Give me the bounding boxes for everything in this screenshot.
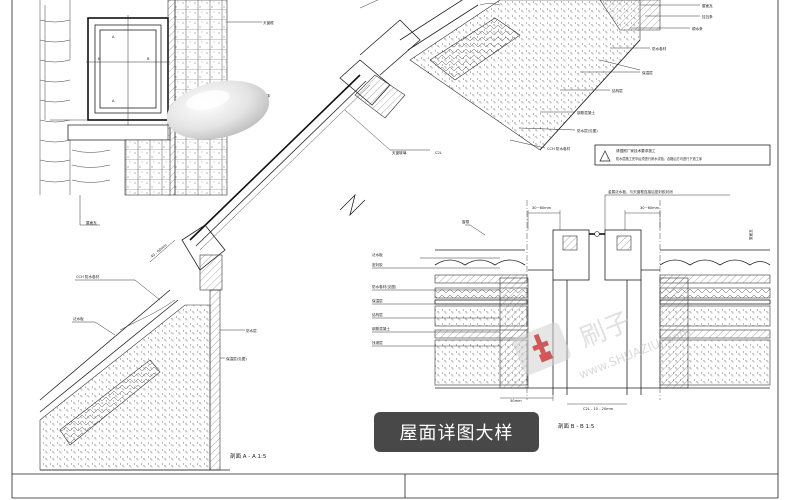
curb-left (499, 277, 529, 389)
label-tr-5: 结构层 (612, 88, 623, 93)
section-right-title: 剖面 B - B 1:5 (558, 422, 595, 430)
label-rl-3: 保温层 (372, 298, 383, 303)
frame-right (604, 229, 642, 281)
label-slope-side: 40 - 60mm (150, 243, 168, 259)
label-tr-3: 防水卷材 (652, 46, 667, 51)
label-tr-4: 保温层 (642, 70, 653, 75)
label-tr-1: 挂瓦条 (702, 14, 713, 19)
label-eave-code: CCH 防水卷材 (76, 274, 100, 279)
warning-icon (599, 150, 611, 162)
title-block (11, 0, 779, 499)
svg-text:B: B (147, 57, 150, 61)
caption-text: 屋面详图大样 (399, 423, 514, 444)
dim-right-1: 30~60mm (532, 206, 552, 210)
curb-right (659, 277, 689, 389)
section-left-title: 剖面 A - A 1:5 (230, 452, 267, 460)
label-insul-left: 保温层(见图) (226, 356, 247, 361)
top-concrete (409, 0, 641, 151)
dim-bottom-2: C2L - 10 - 20mm (583, 407, 614, 411)
label-rl-6: 找坡层 (372, 340, 383, 345)
svg-text:B: B (98, 57, 101, 61)
label-rl-5: 钢筋混凝土 (372, 326, 390, 331)
label-tr-6: 钢筋混凝土 (577, 110, 595, 115)
svg-text:!: ! (607, 157, 608, 161)
label-flash-left: 泛水板 (73, 316, 84, 321)
warning-line-2: 防水层施工完毕后须进行闭水试验，合格后方可进行下道工序 (616, 156, 703, 161)
warning-box (594, 144, 771, 166)
label-rl-0: 泛水板 (372, 252, 383, 257)
label-flash-left2: 防水层 (246, 328, 257, 333)
label-tr-0: 屋面瓦 (702, 3, 713, 8)
label-glass-code: C2L (435, 151, 442, 155)
dim-bottom-1: 50mm (510, 399, 522, 403)
label-tr-7: 防水层(见图) (577, 128, 598, 133)
roof-tile-courses (39, 0, 111, 195)
skylight-glass (189, 74, 361, 241)
section-b-b: 30~60mm 30~60mm 金属泛水板，与天窗框连接后密封胶封闭 (372, 189, 771, 430)
label-right-vertical: 屋面瓦 (748, 229, 753, 240)
ridge-detail: 屋面瓦 挂瓦条 顺水条 防水卷材 保温层 结构层 钢筋混凝土 防水层(见图) C… (399, 0, 771, 166)
label-plan-top: 天窗框 (263, 20, 274, 25)
section-a-a: 40 - 60mm 天窗玻璃 C2L CCH 防水卷材 泛水板 防水层 保温层(… (39, 0, 442, 471)
caption-box: 屋面详图大样 (374, 412, 539, 452)
dim-right-2: 30~60mm (640, 206, 660, 210)
label-right-small: 窗框 (462, 219, 470, 224)
glossy-blob-decoration (166, 80, 270, 140)
label-right-top-note: 金属泛水板，与天窗框连接后密封胶封闭 (608, 189, 673, 194)
warning-line-1: 请遵照厂家技术要求施工 (616, 148, 656, 153)
label-tr-9: CCH 防水卷材 (547, 146, 571, 151)
plan-detail: A B B A 天窗框 墙体 屋面瓦 (39, 0, 274, 226)
label-rl-2: 防水卷材(见图) (372, 284, 397, 289)
label-plan-bottom: 屋面瓦 (86, 220, 97, 225)
label-glass: 天窗玻璃 (392, 150, 407, 155)
label-rl-4: 结构层 (372, 312, 383, 317)
label-rl-1: 密封胶 (372, 262, 383, 267)
label-tr-2: 顺水条 (692, 26, 703, 31)
svg-text:A: A (112, 35, 115, 39)
svg-text:A: A (112, 99, 115, 103)
frame-left (552, 229, 590, 281)
